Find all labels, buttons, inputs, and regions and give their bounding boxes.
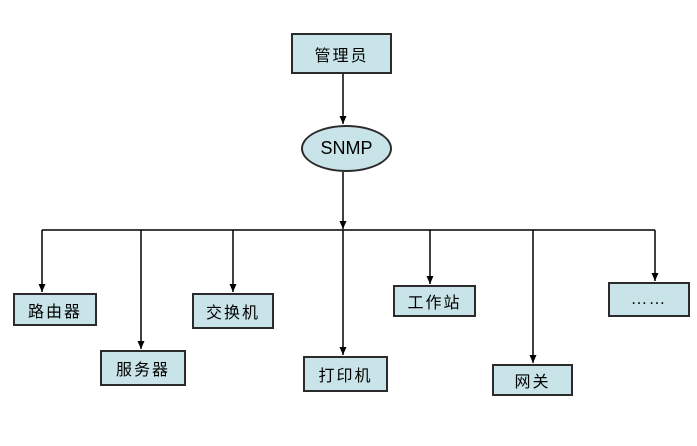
node-gateway-label: 网关 [514,374,551,391]
node-switch-label: 交换机 [205,305,260,322]
node-administrator-label: 管理员 [314,47,369,65]
node-snmp-label: SNMP [320,138,373,158]
node-snmp: SNMP [301,125,392,172]
node-workstation: 工作站 [393,285,476,317]
node-ellipsis: …… [608,282,690,317]
node-server-label: 服务器 [115,362,170,379]
node-router: 路由器 [13,293,97,326]
node-router-label: 路由器 [27,303,82,321]
node-ellipsis-label: …… [631,290,667,308]
node-switch: 交换机 [192,293,274,329]
node-server: 服务器 [100,350,186,386]
node-gateway: 网关 [492,364,573,396]
node-workstation-label: 工作站 [407,295,462,312]
node-administrator: 管理员 [291,33,392,74]
node-printer-label: 打印机 [318,368,373,385]
node-printer: 打印机 [303,356,388,392]
